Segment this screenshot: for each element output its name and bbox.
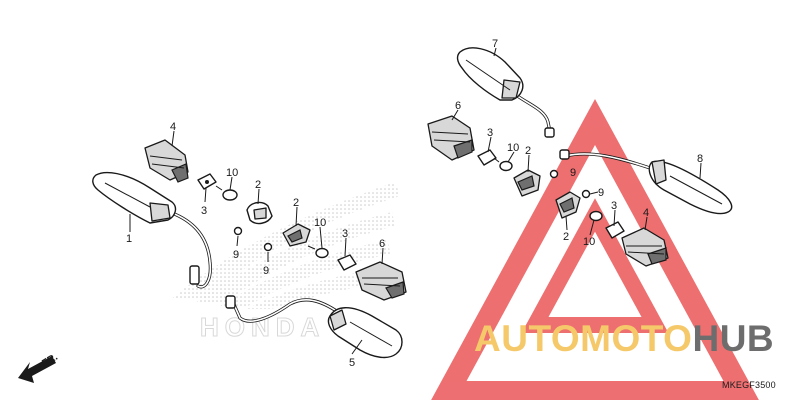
callout-4-left: 4	[170, 121, 176, 133]
watermark-word-part2: HUB	[692, 318, 775, 359]
screw-10-left-upper	[215, 185, 238, 201]
watermark-word-part1: AUTOMOTO	[474, 318, 693, 359]
callout-10-right-lower: 10	[583, 236, 595, 248]
screw-9-left-b	[263, 242, 273, 252]
front-direction-arrow	[18, 356, 56, 383]
turn-signal-unit-8	[559, 149, 733, 215]
bulb-socket-4-right	[621, 227, 669, 267]
callout-10-left-upper: 10	[226, 167, 238, 179]
callout-1: 1	[126, 233, 132, 245]
turn-signal-unit-7	[456, 47, 555, 138]
callout-5: 5	[349, 357, 355, 369]
grommet-clip-2-left-b	[282, 223, 311, 247]
bulb-socket-4-left	[144, 139, 189, 183]
callout-8: 8	[697, 153, 703, 165]
callout-6-right: 6	[455, 100, 461, 112]
callout-3-right-lower: 3	[611, 200, 617, 212]
screw-10-right-lower	[589, 210, 603, 222]
grommet-clip-2-left-a	[246, 201, 273, 225]
callout-10-left-lower: 10	[314, 217, 326, 229]
callout-7: 7	[492, 38, 498, 50]
screw-9-left-a	[233, 226, 243, 236]
diagram-reference-code: MKEGF3500	[722, 380, 776, 390]
grommet-clip-2-right-lower	[555, 191, 581, 219]
callout-3-left: 3	[201, 205, 207, 217]
callout-2-right-lower: 2	[563, 231, 569, 243]
watermark-text: AUTOMOTOHUB	[474, 318, 774, 360]
callout-2-left-a: 2	[255, 179, 261, 191]
callout-9-right-lower: 9	[598, 187, 604, 199]
turn-signal-unit-5	[225, 295, 403, 359]
turn-signal-unit-1	[92, 171, 212, 289]
honda-logo-text: HONDA	[200, 312, 325, 342]
callout-leaders	[129, 47, 702, 355]
callout-9-right-upper: 9	[570, 167, 576, 179]
callout-6-left: 6	[379, 238, 385, 250]
callout-9-left-a: 9	[233, 249, 239, 261]
callout-2-left-b: 2	[293, 197, 299, 209]
callout-10-right: 10	[507, 142, 519, 154]
socket-body-6-left	[355, 261, 407, 301]
bracket-plate-3-left-lower	[337, 254, 357, 271]
socket-body-6-right	[427, 115, 475, 161]
watermark-triangle	[431, 98, 759, 400]
screw-10-right	[493, 157, 513, 172]
bracket-plate-3-left	[197, 173, 217, 190]
callout-3-right: 3	[487, 127, 493, 139]
callout-3-left-lower: 3	[342, 228, 348, 240]
callout-labels: 1 4 3 10 2 9 9 2 10 3 6 5 7 6 3 10 2 8 9…	[126, 38, 703, 369]
screw-10-left-lower	[307, 245, 329, 259]
callout-4-right: 4	[643, 207, 649, 219]
callout-2-right: 2	[525, 145, 531, 157]
bracket-plate-3-right	[477, 149, 497, 166]
screw-9-right-lower	[581, 189, 591, 199]
grommet-clip-2-right	[513, 169, 541, 197]
screw-9-right-upper	[549, 169, 559, 179]
callout-9-left-b: 9	[263, 265, 269, 277]
